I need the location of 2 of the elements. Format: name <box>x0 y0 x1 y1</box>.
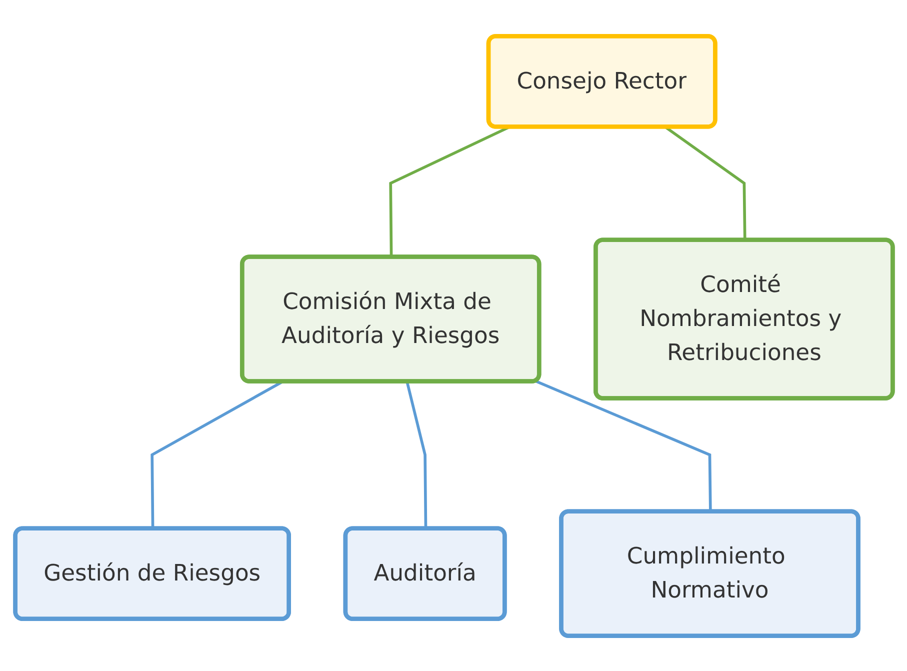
connector <box>405 381 427 529</box>
connector <box>534 379 712 512</box>
